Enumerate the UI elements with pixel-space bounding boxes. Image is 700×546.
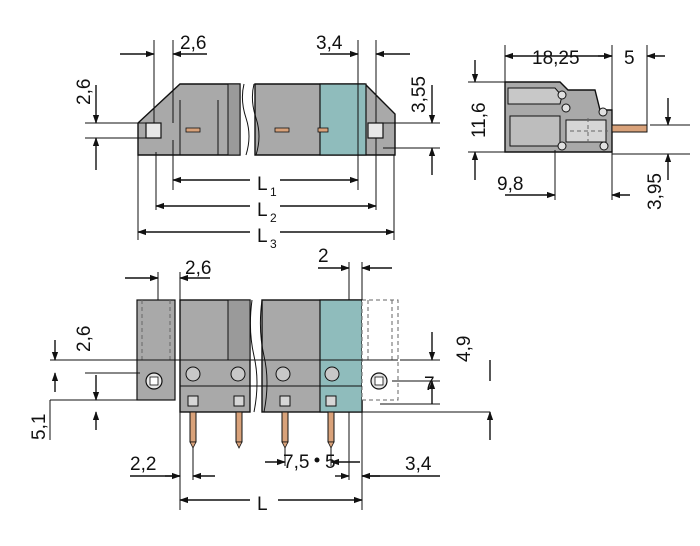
dim-2-front: 2	[318, 246, 329, 267]
front-blue-segment	[319, 299, 363, 413]
dim-4-9: 4,9	[454, 336, 475, 362]
dim-5-pitch: 5	[325, 452, 336, 473]
dim-2-2: 2,2	[130, 454, 156, 475]
dim-18-25: 18,25	[532, 48, 580, 69]
dim-l2-subscript: 2	[270, 211, 277, 225]
side-pin	[611, 124, 648, 133]
top-mount-right	[367, 122, 384, 139]
dim-7-5: 7,5	[283, 452, 309, 473]
dim-5-side: 5	[624, 48, 635, 69]
dim-5-1: 5,1	[29, 414, 50, 440]
dim-2-6-left-top-view: 2,6	[74, 79, 95, 105]
dim-l3: L	[257, 226, 268, 247]
top-housing-left-rib	[227, 83, 241, 156]
dim-l2: L	[257, 200, 268, 221]
front-flange-left	[136, 299, 176, 401]
dim-7: 7	[424, 374, 435, 395]
top-view: 2,6 3,4 2,6 3,55 L 1 L 2 L 3	[74, 33, 440, 251]
front-view: 2,6 2 2,6 4,9 7 5,1 7,5 5 2,2	[29, 246, 494, 515]
dim-3-4-top-view: 3,4	[316, 33, 343, 54]
dim-3-95: 3,95	[645, 173, 666, 210]
dim-l1-subscript: 1	[270, 185, 277, 199]
top-housing-left	[137, 83, 241, 156]
top-blue-segment	[319, 83, 367, 156]
front-pin	[235, 411, 243, 443]
dim-3-4-front: 3,4	[405, 454, 432, 475]
front-pin	[189, 411, 197, 443]
dim-2-6-front-top: 2,6	[185, 258, 211, 279]
top-mount-left	[145, 122, 162, 139]
dim-3-55: 3,55	[409, 76, 430, 113]
dim-11-6: 11,6	[469, 102, 490, 138]
dim-l3-subscript: 3	[270, 237, 277, 251]
dim-l1: L	[257, 174, 268, 195]
dim-l-front: L	[257, 494, 268, 515]
dim-9-8: 9,8	[497, 174, 523, 195]
dim-2-6-top-view: 2,6	[180, 33, 206, 54]
side-view: 18,25 5 11,6 9,8 3,95	[468, 45, 690, 210]
dim-2-6-front-left: 2,6	[74, 326, 95, 352]
side-clamp-lever	[507, 87, 563, 105]
front-pin	[281, 411, 289, 443]
front-pin	[327, 411, 335, 443]
bullet-dot	[314, 457, 320, 463]
